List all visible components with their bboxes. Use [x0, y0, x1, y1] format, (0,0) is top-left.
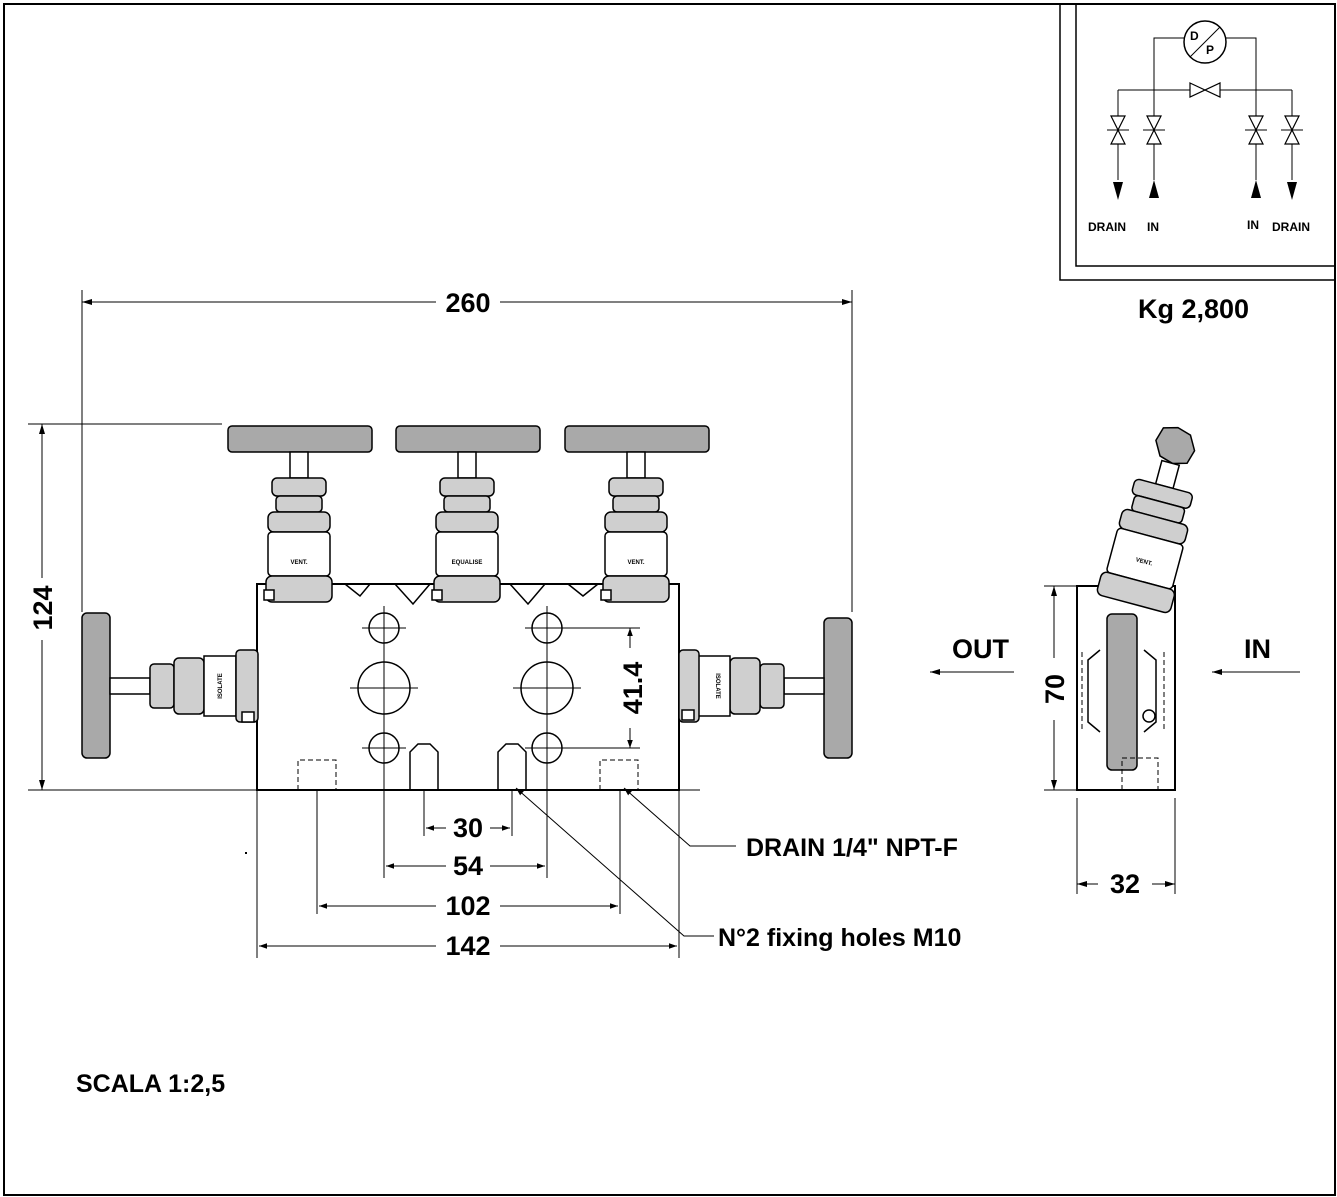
schematic-drain-right: DRAIN	[1272, 220, 1310, 234]
drawing-border	[3, 3, 1336, 1196]
isolate-valve-left: ISOLATE	[81, 612, 259, 759]
dimension-70: 70	[1040, 674, 1070, 704]
front-view: 260 124	[28, 288, 853, 961]
isolate-valve-right: ISOLATE	[678, 617, 853, 759]
svg-text:VENT.: VENT.	[1135, 557, 1153, 567]
dimension-102: 102	[445, 891, 490, 921]
dimension-41-4: 41.4	[618, 662, 648, 715]
side-view: OUT IN VENT. 70	[930, 426, 1300, 899]
dimension-142: 142	[445, 931, 490, 961]
dimension-260: 260	[445, 288, 490, 318]
equalise-valve-symbol	[1189, 82, 1221, 98]
dp-gauge-icon	[1183, 20, 1227, 64]
schematic-in-right: IN	[1247, 218, 1259, 232]
mounting-holes	[350, 606, 581, 878]
dimension-54: 54	[453, 851, 483, 881]
vent-valve-right: VENT.	[564, 425, 710, 603]
dimension-124: 124	[28, 585, 58, 630]
callout-drain: DRAIN 1/4" NPT-F	[746, 834, 958, 862]
gauge-letter-d: D	[1190, 29, 1199, 43]
svg-text:ISOLATE: ISOLATE	[714, 673, 720, 699]
dimension-32: 32	[1110, 869, 1140, 899]
schematic-drain-left: DRAIN	[1088, 220, 1126, 234]
schematic-in-left: IN	[1147, 220, 1159, 234]
label-out: OUT	[952, 634, 1010, 664]
svg-text:ISOLATE: ISOLATE	[218, 673, 224, 699]
gauge-letter-p: P	[1206, 43, 1214, 57]
equalise-valve: EQUALISE	[395, 425, 541, 603]
label-in: IN	[1244, 634, 1271, 664]
callout-fixing-holes: N°2 fixing holes M10	[718, 924, 961, 952]
svg-text:VENT.: VENT.	[290, 560, 307, 566]
dimension-30: 30	[453, 813, 483, 843]
scale-label: SCALA 1:2,5	[76, 1070, 225, 1098]
vent-valve-left: VENT.	[227, 425, 373, 603]
weight-label: Kg 2,800	[1138, 294, 1249, 324]
svg-text:VENT.: VENT.	[627, 560, 644, 566]
vent-valve-side: VENT.	[1096, 426, 1196, 614]
schematic-box: D P DRAIN IN IN DRAIN	[1059, 3, 1336, 281]
svg-text:EQUALISE: EQUALISE	[452, 560, 483, 566]
